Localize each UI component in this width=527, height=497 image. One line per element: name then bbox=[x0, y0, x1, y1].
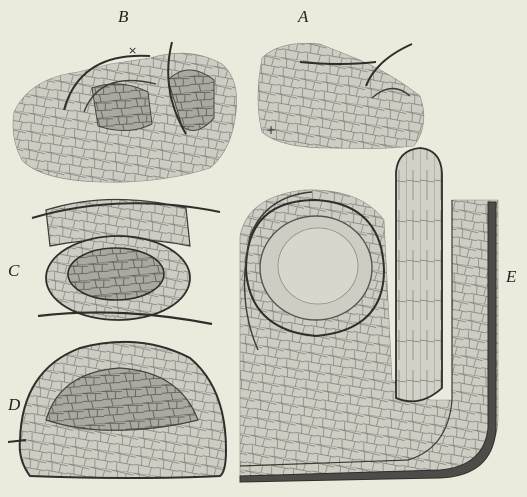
panel-b-apex-dark bbox=[92, 84, 152, 131]
panel-e-leaf-finger bbox=[396, 148, 442, 401]
panel-a: + bbox=[258, 43, 424, 148]
label-c: C bbox=[8, 261, 20, 280]
panel-c bbox=[32, 199, 220, 324]
panel-c-bud-inner bbox=[68, 248, 164, 300]
panel-a-tissue bbox=[258, 43, 424, 148]
panel-e bbox=[240, 148, 498, 482]
label-a: A bbox=[297, 7, 309, 26]
label-d: D bbox=[7, 395, 21, 414]
panel-d bbox=[8, 342, 226, 478]
panel-b-x-mark: × bbox=[128, 44, 137, 57]
panel-a-plus-mark: + bbox=[266, 123, 276, 137]
panel-e-core bbox=[278, 228, 358, 304]
label-e: E bbox=[505, 267, 517, 286]
label-b: B bbox=[118, 7, 129, 26]
panel-b: × bbox=[13, 42, 237, 182]
